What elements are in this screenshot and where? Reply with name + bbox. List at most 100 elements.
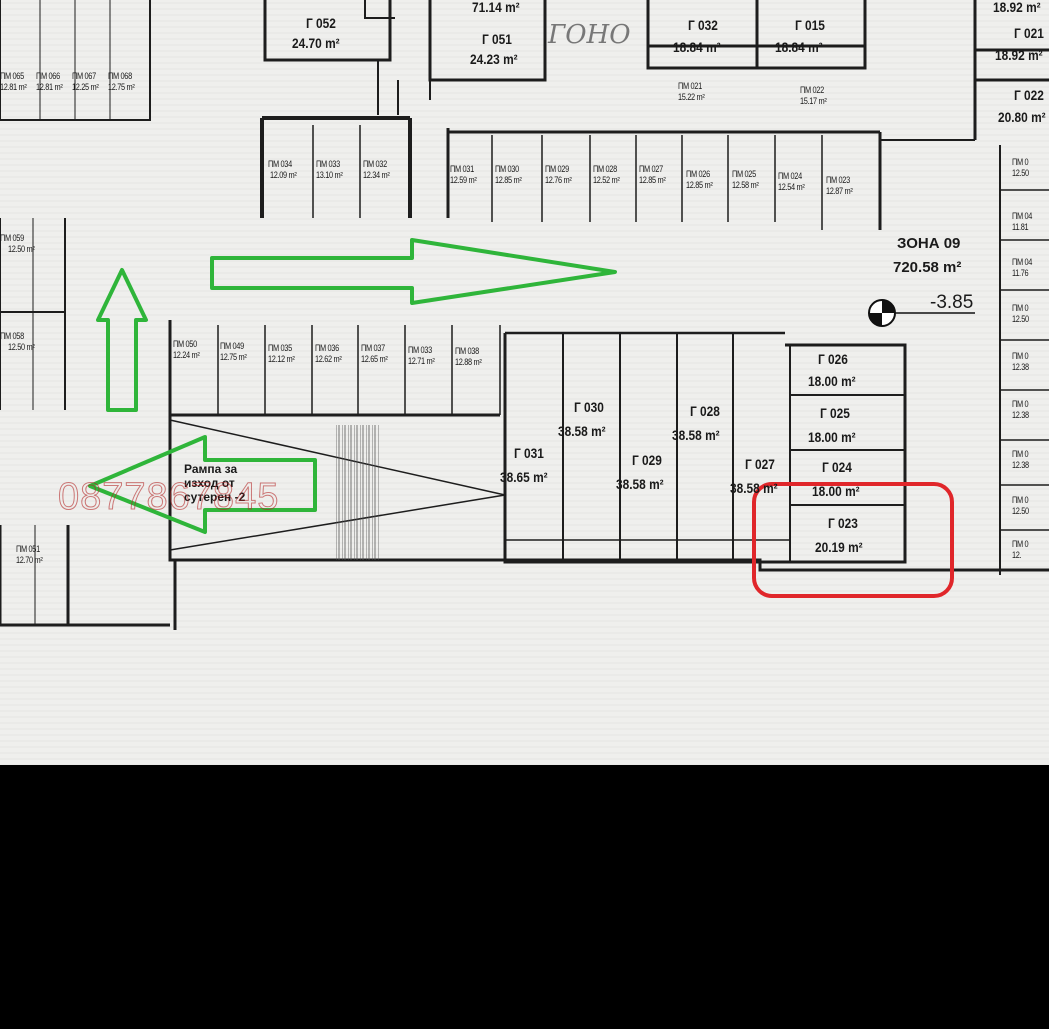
ramp-note-line3: сутерен -2 bbox=[184, 490, 246, 504]
zone-name: ЗОНА 09 bbox=[897, 235, 961, 252]
parking-area: 12.75 m² bbox=[108, 82, 135, 92]
parking-name: ПМ 0 bbox=[1012, 539, 1029, 549]
parking-name: ПМ 034 bbox=[268, 159, 292, 169]
parking-area: 12.50 m² bbox=[8, 342, 35, 352]
garage-name: Г 051 bbox=[482, 31, 512, 47]
parking-name: ПМ 0 bbox=[1012, 495, 1029, 505]
parking-name: ПМ 029 bbox=[545, 164, 569, 174]
parking-name: ПМ 067 bbox=[72, 71, 96, 81]
parking-name: ПМ 026 bbox=[686, 169, 710, 179]
level-marker bbox=[868, 299, 975, 327]
garage-area: 38.58 m² bbox=[672, 427, 720, 443]
parking-name: ПМ 04 bbox=[1012, 257, 1033, 267]
parking-name: ПМ 038 bbox=[455, 346, 479, 356]
parking-name: ПМ 032 bbox=[363, 159, 387, 169]
parking-name: ПМ 0 bbox=[1012, 351, 1029, 361]
parking-area: 12. bbox=[1012, 550, 1022, 560]
parking-area: 12.50 bbox=[1012, 314, 1029, 324]
parking-area: 12.88 m² bbox=[455, 357, 482, 367]
level-value: -3.85 bbox=[930, 292, 974, 313]
parking-area: 12.62 m² bbox=[315, 354, 342, 364]
parking-name: ПМ 04 bbox=[1012, 211, 1033, 221]
parking-area: 12.12 m² bbox=[268, 354, 295, 364]
parking-name: ПМ 051 bbox=[16, 544, 40, 554]
parking-area: 12.76 m² bbox=[545, 175, 572, 185]
parking-area: 12.75 m² bbox=[220, 352, 247, 362]
garage-name: Г 031 bbox=[514, 445, 544, 461]
garage-area: 18.92 m² bbox=[995, 47, 1043, 63]
parking-area: 12.09 m² bbox=[270, 170, 297, 180]
parking-name: ПМ 028 bbox=[593, 164, 617, 174]
parking-area: 12.85 m² bbox=[686, 180, 713, 190]
garage-area: 24.70 m² bbox=[292, 35, 340, 51]
parking-name: ПМ 030 bbox=[495, 164, 519, 174]
garage-area: 38.58 m² bbox=[616, 476, 664, 492]
parking-name: ПМ 066 bbox=[36, 71, 60, 81]
parking-name: ПМ 033 bbox=[316, 159, 340, 169]
garage-name: Г 021 bbox=[1014, 25, 1044, 41]
arrow-right bbox=[210, 238, 617, 305]
highlight-box bbox=[752, 482, 954, 598]
phone-watermark: 0877867845 bbox=[57, 476, 280, 518]
garage-name: Г 030 bbox=[574, 399, 604, 415]
handwritten-note: ГОНО bbox=[548, 20, 631, 50]
ramp-note-line1: Рампа за bbox=[184, 462, 238, 476]
ramp-note-line2: изход от bbox=[184, 476, 235, 490]
garage-area: 20.80 m² bbox=[998, 109, 1046, 125]
parking-area: 12.81 m² bbox=[0, 82, 27, 92]
parking-area: 12.50 bbox=[1012, 506, 1029, 516]
parking-area: 12.71 m² bbox=[408, 356, 435, 366]
garage-area: 18.84 m² bbox=[775, 39, 823, 55]
arrow-up bbox=[96, 268, 148, 412]
parking-area: 12.85 m² bbox=[495, 175, 522, 185]
parking-name: ПМ 021 bbox=[678, 81, 702, 91]
garage-area: 24.23 m² bbox=[470, 51, 518, 67]
parking-area: 12.38 bbox=[1012, 460, 1029, 470]
parking-name: ПМ 050 bbox=[173, 339, 197, 349]
garage-area: 38.65 m² bbox=[500, 469, 548, 485]
garage-name: Г 028 bbox=[690, 403, 720, 419]
parking-area: 12.70 m² bbox=[16, 555, 43, 565]
garage-area: 38.58 m² bbox=[558, 423, 606, 439]
parking-name: ПМ 0 bbox=[1012, 399, 1029, 409]
garage-name: Г 027 bbox=[745, 456, 775, 472]
garage-name: Г 029 bbox=[632, 452, 662, 468]
parking-name: ПМ 024 bbox=[778, 171, 802, 181]
parking-area: 12.50 m² bbox=[8, 244, 35, 254]
garage-name: Г 022 bbox=[1014, 87, 1044, 103]
parking-area: 12.81 m² bbox=[36, 82, 63, 92]
parking-area: 12.59 m² bbox=[450, 175, 477, 185]
garage-area: 18.00 m² bbox=[808, 429, 856, 445]
parking-area: 13.10 m² bbox=[316, 170, 343, 180]
parking-name: ПМ 0 bbox=[1012, 449, 1029, 459]
floor-plan-drawing bbox=[0, 0, 1049, 765]
parking-area: 15.22 m² bbox=[678, 92, 705, 102]
parking-name: ПМ 0 bbox=[1012, 157, 1029, 167]
garage-area-cut: 18.92 m² bbox=[993, 0, 1041, 15]
parking-area: 12.34 m² bbox=[363, 170, 390, 180]
garage-name: Г 015 bbox=[795, 17, 825, 33]
parking-name: ПМ 033 bbox=[408, 345, 432, 355]
parking-area: 12.38 bbox=[1012, 410, 1029, 420]
garage-name-highlighted: Г 023 bbox=[828, 515, 858, 531]
parking-name: ПМ 036 bbox=[315, 343, 339, 353]
garage-area: 38.58 m² bbox=[730, 480, 778, 496]
parking-name: ПМ 068 bbox=[108, 71, 132, 81]
parking-area: 12.87 m² bbox=[826, 186, 853, 196]
parking-name: ПМ 049 bbox=[220, 341, 244, 351]
parking-area: 12.65 m² bbox=[361, 354, 388, 364]
garage-area-cut: 71.14 m² bbox=[472, 0, 520, 15]
garage-name: Г 025 bbox=[820, 405, 850, 421]
garage-area: 18.84 m² bbox=[673, 39, 721, 55]
garage-name: Г 032 bbox=[688, 17, 718, 33]
garage-area: 18.00 m² bbox=[812, 483, 860, 499]
parking-name: ПМ 025 bbox=[732, 169, 756, 179]
parking-name: ПМ 0 bbox=[1012, 303, 1029, 313]
parking-area: 12.25 m² bbox=[72, 82, 99, 92]
parking-name: ПМ 037 bbox=[361, 343, 385, 353]
floor-plan: Г 052 24.70 m² Г 051 24.23 m² 71.14 m² Г… bbox=[0, 0, 1049, 765]
parking-name: ПМ 022 bbox=[800, 85, 824, 95]
parking-name: ПМ 027 bbox=[639, 164, 663, 174]
garage-area-highlighted: 20.19 m² bbox=[815, 539, 863, 555]
parking-area: 12.52 m² bbox=[593, 175, 620, 185]
